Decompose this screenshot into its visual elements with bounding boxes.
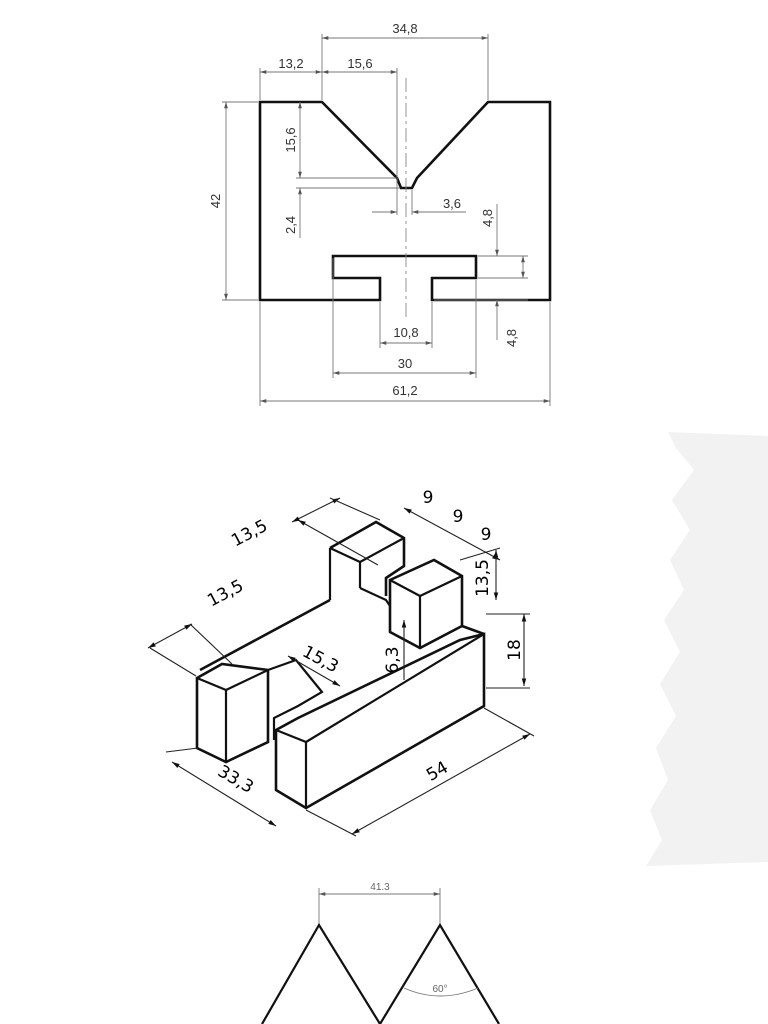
thread-profile-view: 41.3 60° <box>261 882 500 1024</box>
dim-label-v-half: 15,6 <box>347 56 372 71</box>
angle-arc <box>403 987 479 997</box>
dim-label-v-depth: 15,6 <box>283 127 298 152</box>
dim-label-left-offset: 13,2 <box>278 56 303 71</box>
iso-label-notch-a: 9 <box>423 488 434 508</box>
thread-label-pitch: 41.3 <box>370 882 390 893</box>
iso-label-height-right: 18 <box>505 639 525 661</box>
thread-label-angle: 60° <box>432 984 447 995</box>
front-view: 34,8 13,2 15,6 42 15,6 2,4 3,6 4,8 4,8 1… <box>208 21 552 406</box>
dim-label-overall-top: 34,8 <box>392 21 417 36</box>
iso-label-length: 54 <box>423 758 452 786</box>
isometric-view: 13,5 13,5 9 9 9 13,5 18 6,3 15,3 33,3 54 <box>147 488 535 837</box>
iso-label-notch-c: 9 <box>481 525 492 545</box>
dim-label-slot-neck: 10,8 <box>393 325 418 340</box>
front-view-outline <box>258 100 552 302</box>
thread-profile-outline <box>261 922 500 1024</box>
dim-label-height: 42 <box>208 194 223 208</box>
dim-label-slot-lower: 4,8 <box>504 329 519 347</box>
dim-label-lower-offset: 2,4 <box>283 216 298 234</box>
iso-label-notch-b: 9 <box>453 507 464 527</box>
iso-label-block-height: 13,5 <box>473 559 493 597</box>
iso-label-step: 6,3 <box>383 646 403 673</box>
dim-label-slot-upper: 4,8 <box>480 209 495 227</box>
dim-label-v-bottom: 3,6 <box>443 196 461 211</box>
dim-label-overall-width: 61,2 <box>392 383 417 398</box>
iso-label-depth-top: 13,5 <box>228 516 271 551</box>
iso-label-depth-left: 13,5 <box>204 576 247 611</box>
dim-label-slot-width: 30 <box>398 356 412 371</box>
brush-stroke-decoration <box>646 432 768 866</box>
